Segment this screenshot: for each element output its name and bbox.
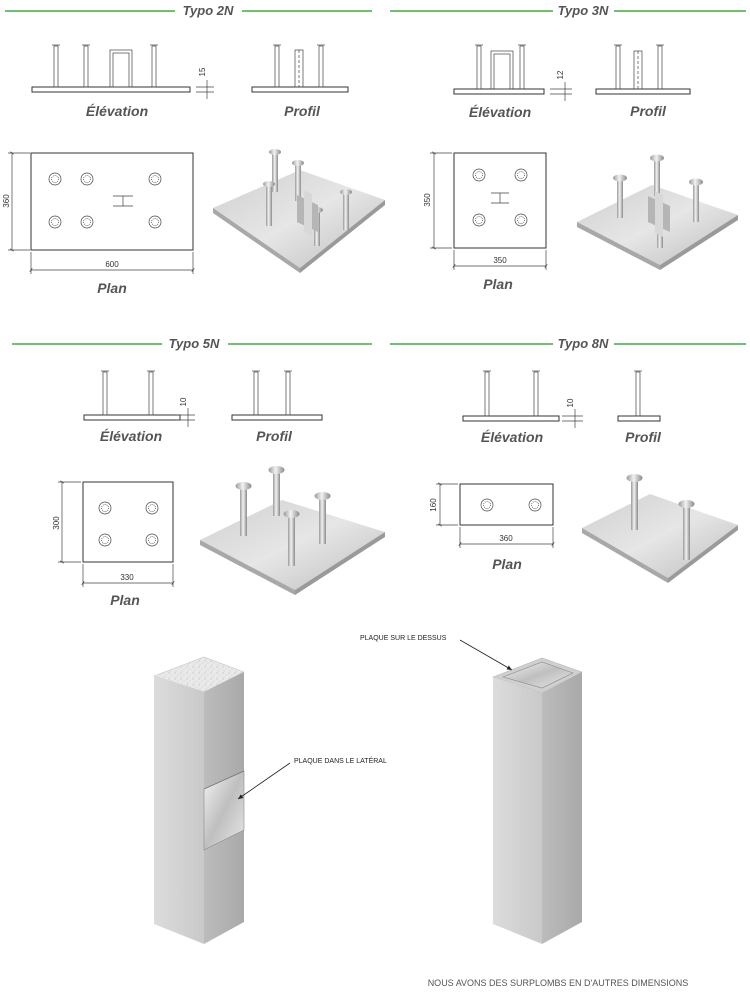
typo-5n-plan-drawing: [58, 480, 175, 587]
typo-2n-plan-label: Plan: [97, 280, 127, 296]
typo-2n-width: 600: [105, 260, 119, 269]
typo-2n-height: 360: [2, 194, 11, 208]
typo-8n-plan-label: Plan: [492, 556, 522, 572]
typo-2n-elevation-label: Élévation: [86, 103, 148, 119]
typo-3n-3d-render: [577, 154, 738, 270]
typo-8n-plan-drawing: [436, 482, 555, 548]
top-plate-callout: PLAQUE SUR LE DESSUS: [360, 635, 513, 671]
typo-3n-thickness: 12: [556, 70, 565, 79]
column-with-top-plate: [492, 657, 583, 944]
typo-3n-width: 350: [493, 256, 507, 265]
typo-5n-header: Typo 5N: [12, 336, 372, 351]
typo-5n-plan-label: Plan: [110, 592, 140, 608]
typo-3n-title: Typo 3N: [558, 3, 609, 18]
typo-2n-elevation-drawing: [31, 44, 214, 99]
typo-5n-width: 330: [120, 573, 134, 582]
typo-3n-elevation-drawing: [453, 44, 572, 101]
typo-5n-title: Typo 5N: [169, 336, 220, 351]
typo-5n-elevation-label: Élévation: [100, 428, 162, 444]
typo-2n-title: Typo 2N: [183, 3, 234, 18]
typo-8n-header: Typo 8N: [390, 336, 746, 351]
footer-note: NOUS AVONS DES SURPLOMBS EN D'AUTRES DIM…: [428, 978, 689, 988]
typo-2n-profile-label: Profil: [284, 103, 321, 119]
typo-8n-profile-drawing: [617, 370, 661, 422]
typo-8n-width: 360: [499, 534, 513, 543]
side-plate-label: PLAQUE DANS LE LATÉRAL: [294, 756, 387, 765]
typo-2n-profile-drawing: [251, 44, 349, 93]
typo-3n-height: 350: [423, 193, 432, 207]
typo-2n-header: Typo 2N: [5, 3, 372, 18]
typo-3n-header: Typo 3N: [390, 3, 746, 18]
typo-8n-elevation-label: Élévation: [481, 429, 543, 445]
typo-8n-profile-label: Profil: [625, 429, 662, 445]
typo-3n-profile-label: Profil: [630, 103, 667, 119]
typo-2n-plan-drawing: [8, 151, 195, 274]
typo-5n-profile-drawing: [231, 370, 323, 421]
top-plate-label: PLAQUE SUR LE DESSUS: [360, 635, 447, 642]
typo-3n-plan-drawing: [430, 151, 548, 270]
typo-8n-title: Typo 8N: [558, 336, 609, 351]
typo-8n-elevation-drawing: [462, 370, 583, 428]
typo-5n-height: 300: [52, 516, 61, 530]
typo-5n-elevation-drawing: [83, 370, 195, 427]
typo-8n-thickness: 10: [566, 398, 575, 407]
typo-8n-3d-render: [582, 474, 738, 583]
column-with-side-plate: [153, 656, 245, 944]
top-plate: [502, 661, 574, 689]
side-plate-callout: PLAQUE DANS LE LATÉRAL: [237, 756, 387, 800]
typo-3n-plan-label: Plan: [483, 276, 513, 292]
typo-5n-profile-label: Profil: [256, 428, 293, 444]
typo-5n-thickness: 10: [179, 397, 188, 406]
typo-3n-elevation-label: Élévation: [469, 104, 531, 120]
typo-2n-3d-render: [213, 149, 385, 273]
typo-3n-profile-drawing: [595, 44, 691, 95]
typo-2n-thickness: 15: [198, 67, 207, 76]
typo-5n-3d-render: [200, 466, 385, 595]
typo-8n-height: 160: [429, 498, 438, 512]
